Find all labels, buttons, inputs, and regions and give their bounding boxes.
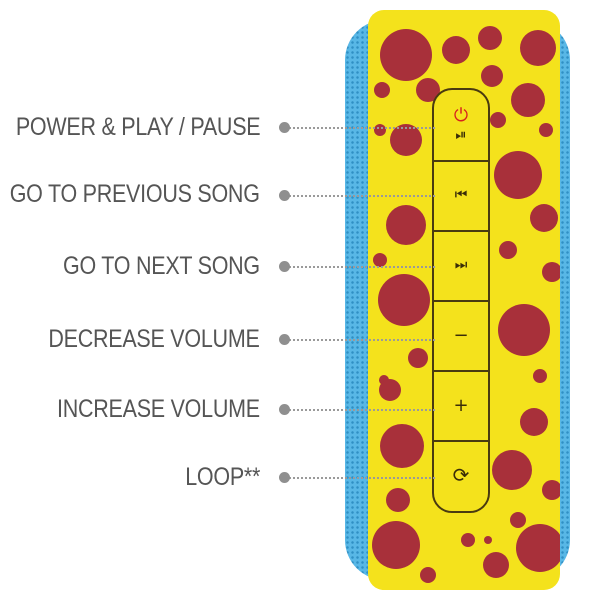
next-icon: ⏭	[454, 257, 468, 273]
minus-icon: −	[453, 324, 469, 346]
label-increase-volume: INCREASE VOLUME	[57, 395, 260, 423]
button-divider	[432, 230, 490, 232]
power-icon: ⏻	[453, 105, 469, 126]
button-divider	[432, 440, 490, 442]
label-loop: LOOP**	[185, 463, 260, 491]
leader-dot	[279, 261, 290, 272]
leader-dot	[279, 404, 290, 415]
button-divider	[432, 370, 490, 372]
leader-line	[280, 409, 435, 411]
leader-line	[280, 266, 435, 268]
previous-song-button[interactable]: ⏮	[432, 162, 490, 228]
previous-icon: ⏮	[454, 187, 468, 203]
label-decrease-volume: DECREASE VOLUME	[48, 325, 260, 353]
plus-icon: +	[453, 394, 469, 416]
increase-volume-button[interactable]: +	[432, 372, 490, 438]
leader-dot	[279, 190, 290, 201]
button-divider	[432, 300, 490, 302]
loop-button[interactable]: ⟳	[432, 442, 490, 508]
leader-line	[280, 477, 435, 479]
play-pause-icon: ⏯	[455, 127, 467, 143]
decrease-volume-button[interactable]: −	[432, 302, 490, 368]
label-power-play-pause: POWER & PLAY / PAUSE	[15, 113, 260, 141]
power-play-pause-button[interactable]: ⏻ ⏯	[432, 92, 490, 158]
loop-icon: ⟳	[452, 463, 470, 487]
label-previous-song: GO TO PREVIOUS SONG	[10, 180, 260, 208]
leader-line	[280, 339, 435, 341]
leader-line	[280, 127, 435, 129]
button-divider	[432, 160, 490, 162]
leader-dot	[279, 122, 290, 133]
leader-dot	[279, 472, 290, 483]
next-song-button[interactable]: ⏭	[432, 232, 490, 298]
label-next-song: GO TO NEXT SONG	[63, 252, 260, 280]
leader-line	[280, 195, 435, 197]
leader-dot	[279, 334, 290, 345]
